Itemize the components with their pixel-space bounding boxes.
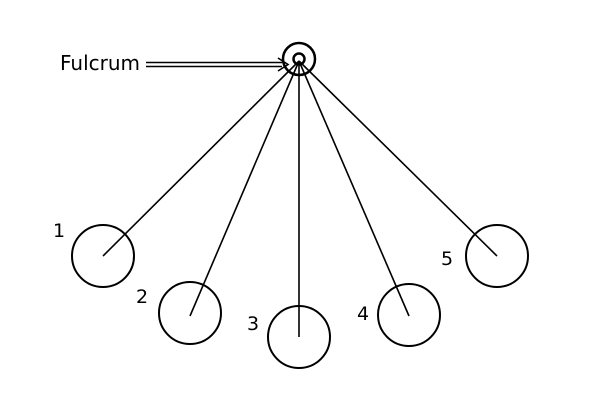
- bob-5: [465, 224, 529, 288]
- bob-label-3: 3: [247, 313, 259, 335]
- bob-1: [71, 224, 135, 288]
- bob-label-4: 4: [357, 303, 369, 325]
- string-4: [298, 60, 410, 317]
- bob-2: [158, 281, 222, 345]
- pivot: [281, 41, 317, 77]
- string-2: [189, 60, 300, 317]
- string-5: [298, 60, 498, 257]
- bobs: [71, 224, 529, 369]
- strings: [102, 60, 498, 337]
- bob-4: [377, 283, 441, 347]
- bob-label-5: 5: [441, 248, 453, 270]
- string-1: [102, 60, 300, 257]
- bob-label-2: 2: [136, 286, 148, 308]
- fulcrum-label: Fulcrum: [60, 51, 140, 75]
- bob-3: [267, 305, 331, 369]
- fulcrum-arrow: [146, 57, 290, 72]
- bob-label-1: 1: [53, 220, 65, 242]
